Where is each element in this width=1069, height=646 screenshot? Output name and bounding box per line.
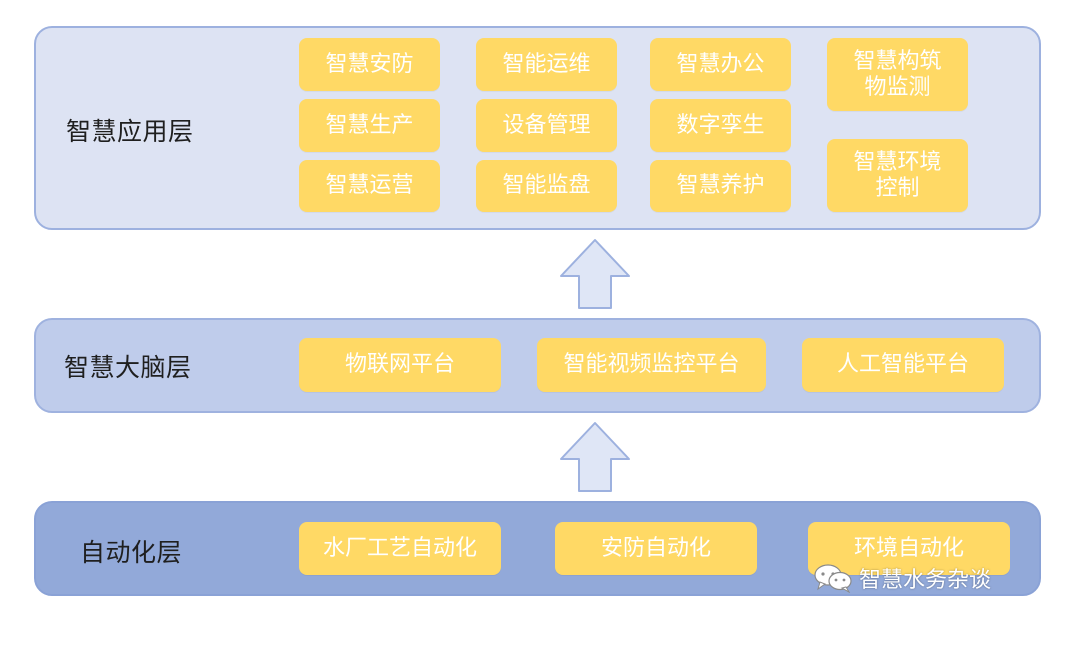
app-box-label: 数字孪生 xyxy=(676,112,765,138)
app-box-label: 智慧运营 xyxy=(325,173,414,199)
app-box-label: 智慧生产 xyxy=(325,112,414,138)
app-box-structure-monitoring: 智慧构筑 物监测 xyxy=(827,38,968,111)
brain-box-video-monitoring-platform: 智能视频监控平台 xyxy=(537,338,766,392)
brain-box-iot-platform: 物联网平台 xyxy=(299,338,501,392)
app-box-label: 智慧办公 xyxy=(676,51,765,77)
application-layer-label: 智慧应用层 xyxy=(66,117,194,146)
app-box-label: 智慧养护 xyxy=(676,173,765,199)
app-box-smart-security: 智慧安防 xyxy=(299,38,440,91)
app-box-environment-control: 智慧环境 控制 xyxy=(827,139,968,212)
app-box-label: 设备管理 xyxy=(502,112,591,138)
watermark-text: 智慧水务杂谈 xyxy=(859,568,992,593)
app-box-smart-production: 智慧生产 xyxy=(299,99,440,152)
app-box-label: 智慧环境 控制 xyxy=(853,150,942,201)
app-box-label: 智慧构筑 物监测 xyxy=(853,49,942,100)
auto-box-environment-automation: 环境自动化 xyxy=(808,522,1010,575)
app-box-smart-upkeep: 智慧养护 xyxy=(650,160,791,212)
app-box-equipment-management: 设备管理 xyxy=(476,99,617,152)
app-box-digital-twin: 数字孪生 xyxy=(650,99,791,152)
brain-box-ai-platform: 人工智能平台 xyxy=(802,338,1004,392)
app-box-smart-monitoring: 智能监盘 xyxy=(476,160,617,212)
watermark: 智慧水务杂谈 xyxy=(813,562,991,594)
app-box-label: 智能运维 xyxy=(502,51,591,77)
app-box-smart-maintenance: 智能运维 xyxy=(476,38,617,91)
brain-layer-label: 智慧大脑层 xyxy=(64,353,192,382)
auto-box-security-automation: 安防自动化 xyxy=(555,522,757,575)
up-arrow-icon xyxy=(560,422,630,492)
app-box-label: 智能监盘 xyxy=(502,173,591,199)
automation-layer-label: 自动化层 xyxy=(80,538,183,567)
auto-box-plant-process-automation: 水厂工艺自动化 xyxy=(299,522,501,575)
app-box-smart-operation: 智慧运营 xyxy=(299,160,440,212)
wechat-icon xyxy=(814,564,852,593)
brain-box-label: 智能视频监控平台 xyxy=(563,352,740,378)
brain-box-label: 人工智能平台 xyxy=(836,352,969,378)
app-box-label: 智慧安防 xyxy=(325,51,414,77)
app-box-smart-office: 智慧办公 xyxy=(650,38,791,91)
auto-box-label: 环境自动化 xyxy=(853,535,964,561)
up-arrow-icon xyxy=(560,239,630,309)
brain-box-label: 物联网平台 xyxy=(344,352,455,378)
auto-box-label: 水厂工艺自动化 xyxy=(322,535,477,561)
auto-box-label: 安防自动化 xyxy=(600,535,711,561)
